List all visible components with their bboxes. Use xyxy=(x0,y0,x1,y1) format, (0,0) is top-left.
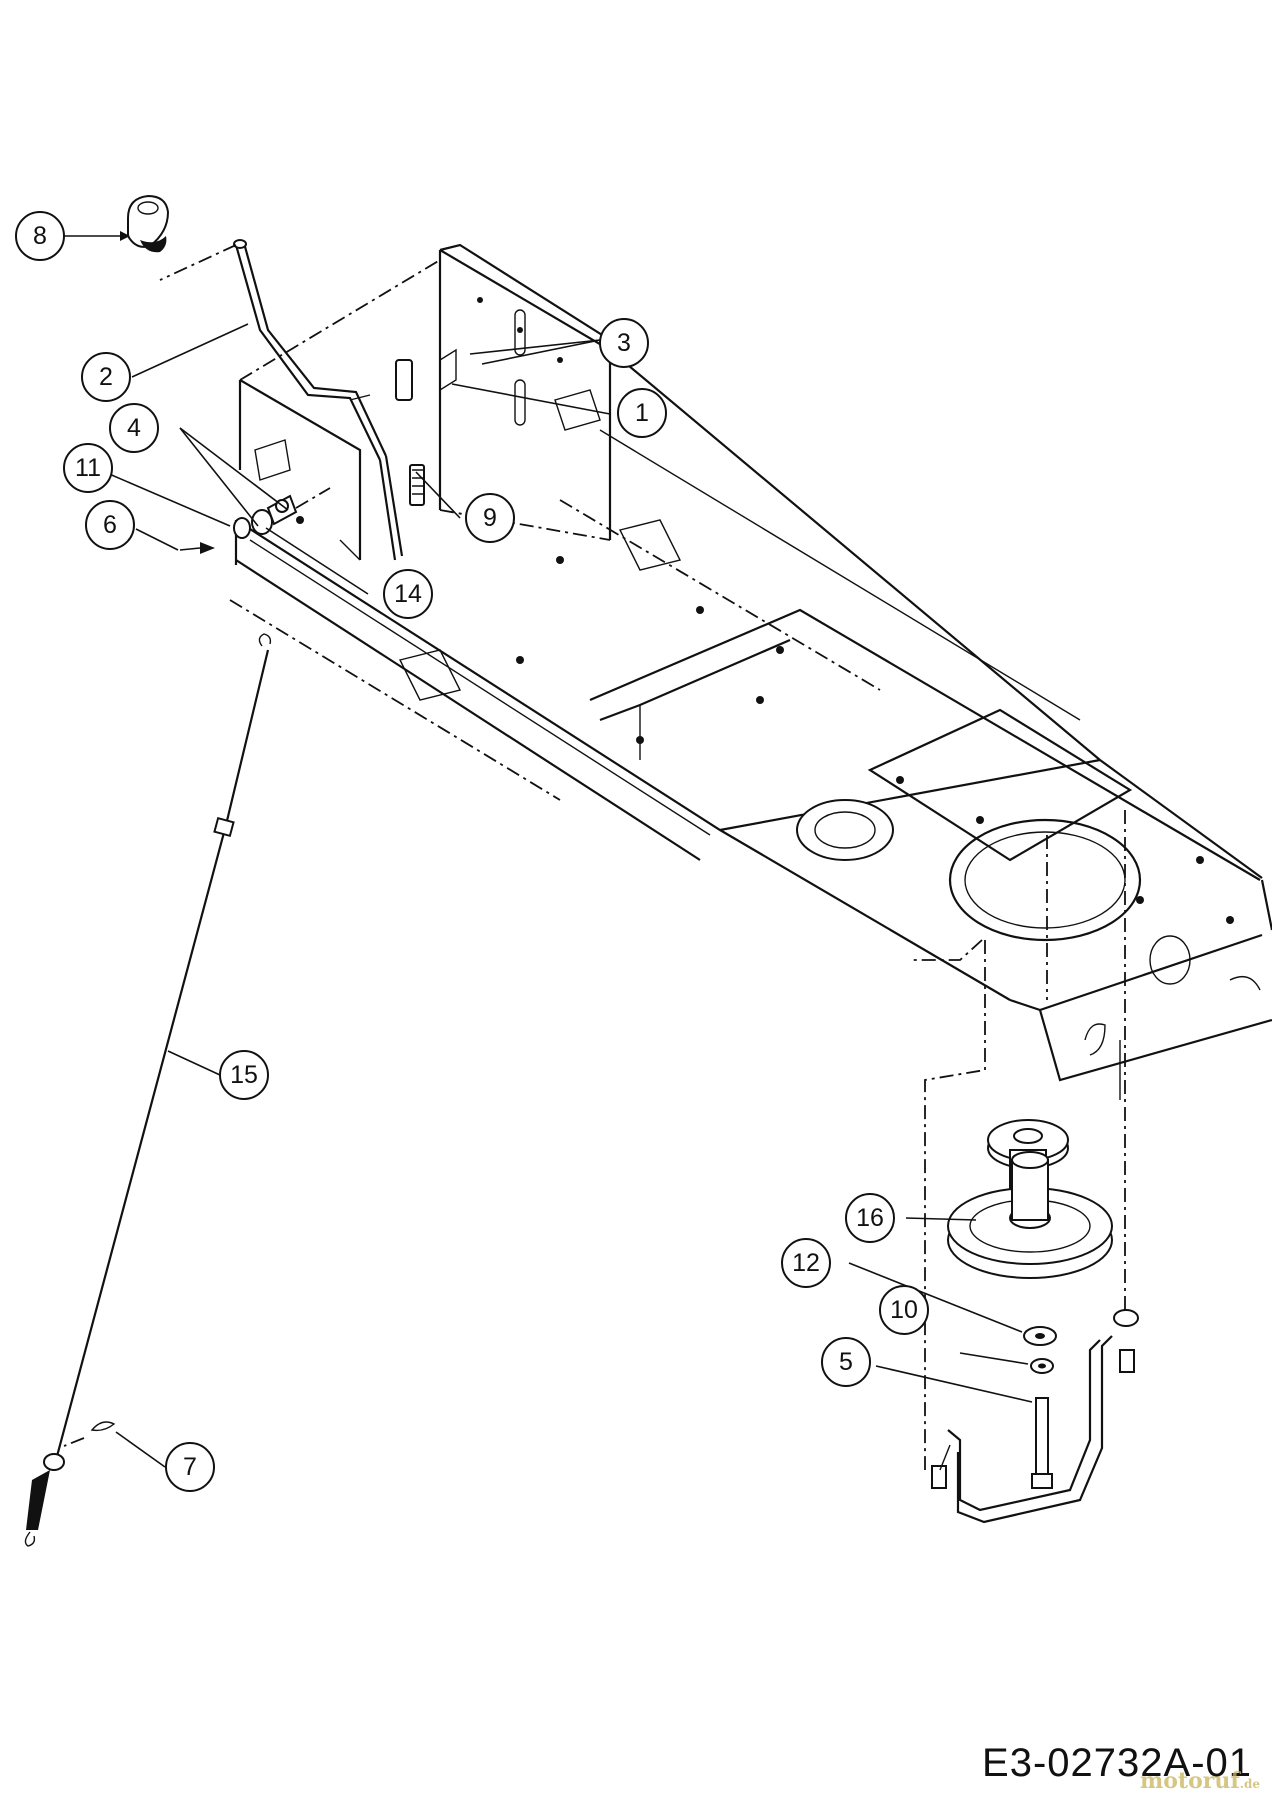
callout-3: 3 xyxy=(599,318,649,368)
svg-text:15: 15 xyxy=(230,1061,258,1089)
svg-text:11: 11 xyxy=(75,454,101,482)
callout-8: 8 xyxy=(15,211,65,261)
callout-4: 4 xyxy=(109,403,159,453)
svg-text:14: 14 xyxy=(394,580,422,608)
svg-text:7: 7 xyxy=(183,1453,197,1481)
callout-2: 2 xyxy=(81,352,131,402)
svg-text:3: 3 xyxy=(617,329,631,357)
svg-text:10: 10 xyxy=(890,1296,918,1324)
callout-1: 1 xyxy=(617,388,667,438)
watermark-name: motoruf xyxy=(1139,1768,1240,1794)
callout-10: 10 xyxy=(879,1285,929,1335)
callout-7: 7 xyxy=(165,1442,215,1492)
callout-11: 11 xyxy=(63,443,113,493)
svg-text:5: 5 xyxy=(839,1348,853,1376)
cable-assembly xyxy=(24,633,272,1547)
lever-assembly xyxy=(127,194,457,561)
chassis-frame xyxy=(229,243,1272,1470)
svg-text:16: 16 xyxy=(856,1204,884,1232)
bolt-stack xyxy=(179,487,331,554)
callout-6: 6 xyxy=(85,500,135,550)
leader-lines xyxy=(62,231,1033,1468)
svg-text:12: 12 xyxy=(792,1249,820,1277)
callout-9: 9 xyxy=(465,493,515,543)
svg-text:1: 1 xyxy=(635,399,649,427)
callout-15: 15 xyxy=(219,1050,269,1100)
watermark-tld: .de xyxy=(1239,1777,1260,1791)
callout-5: 5 xyxy=(821,1337,871,1387)
svg-text:4: 4 xyxy=(127,414,141,442)
drawing-code: E3-02732A-01 xyxy=(982,1741,1252,1785)
callout-12: 12 xyxy=(781,1238,831,1288)
knob-part-8 xyxy=(127,194,170,253)
callout-16: 16 xyxy=(845,1193,895,1243)
svg-text:8: 8 xyxy=(33,222,47,250)
watermark-logo: motoruf.de xyxy=(1140,1768,1260,1794)
pulley-assembly xyxy=(931,1119,1139,1524)
svg-text:6: 6 xyxy=(103,511,117,539)
svg-text:9: 9 xyxy=(483,504,497,532)
callout-14: 14 xyxy=(383,569,433,619)
svg-text:2: 2 xyxy=(99,363,113,391)
